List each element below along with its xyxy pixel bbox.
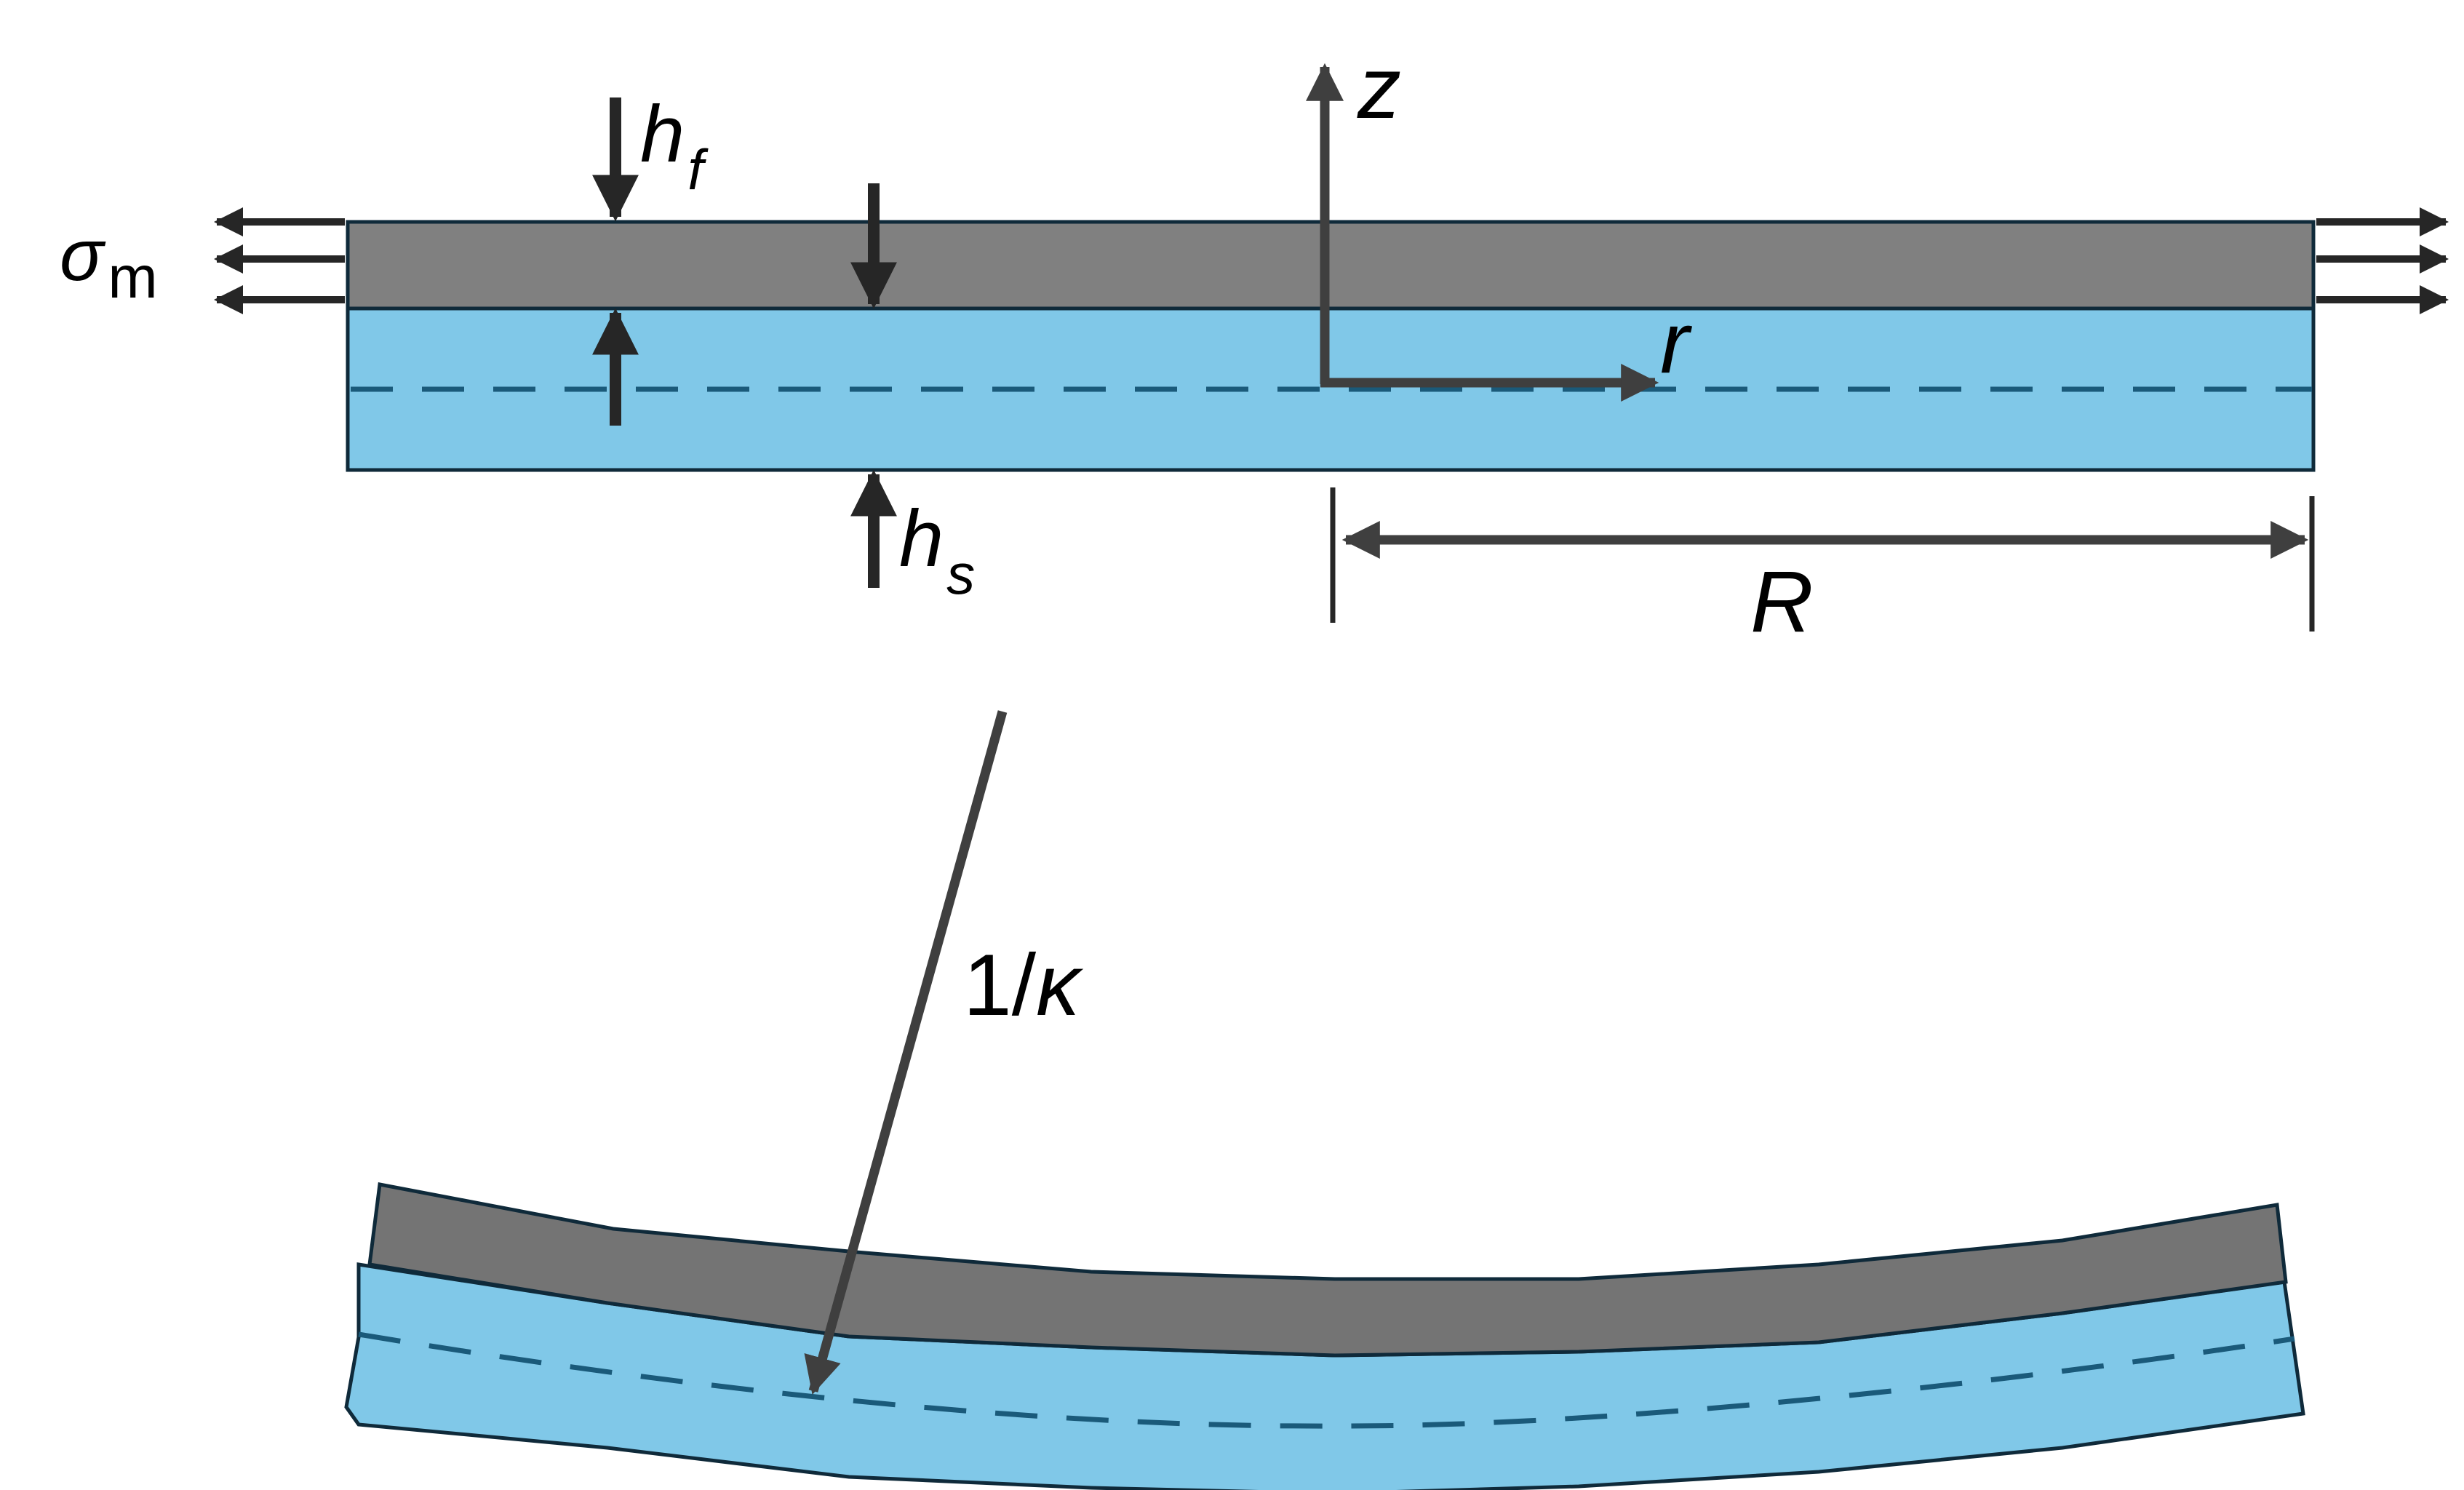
film-thickness-label: hf	[640, 89, 709, 202]
flat-film	[346, 220, 2316, 311]
curvature-label: 1/κ	[963, 936, 1084, 1034]
radius-label: R	[1750, 553, 1814, 650]
flat-bilayer	[346, 220, 2316, 472]
coordinate-axes	[1306, 63, 1659, 402]
stress-arrows-right	[2316, 207, 2449, 314]
bent-film	[367, 1182, 2288, 1358]
r-axis-label: r	[1660, 294, 1692, 391]
bent-bilayer	[344, 1182, 2305, 1490]
substrate-thickness-label: hs	[899, 494, 975, 606]
bent-midplane	[358, 1331, 2295, 1429]
z-axis-label: z	[1357, 39, 1401, 137]
stress-arrows-left	[214, 207, 345, 314]
radius-dimension	[1330, 487, 2315, 632]
curvature-radius-arrow	[804, 710, 1008, 1395]
stress-label: σm	[60, 215, 158, 311]
